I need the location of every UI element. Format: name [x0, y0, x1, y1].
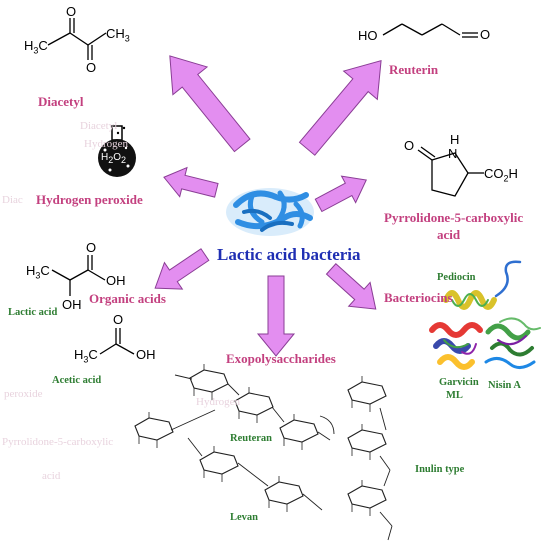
reuterin-o: O: [480, 27, 491, 42]
pyrrolidone-label-line1: Pyrrolidone-5-carboxylic: [384, 210, 524, 225]
ghost-text-2: Hydrogen: [84, 138, 128, 150]
diacetyl-structure: [47, 18, 107, 60]
garvicin-protein-icon: [429, 322, 483, 370]
arrow-to-bacteriocins: [325, 263, 377, 310]
ghost-text-5: peroxide: [4, 388, 43, 400]
reuterin-ho: HO: [358, 28, 378, 43]
lactic-acid-label: Lactic acid: [8, 307, 58, 318]
lactic-oh2: OH: [62, 297, 82, 312]
levan-structure: [187, 437, 323, 513]
arrow-to-reuterin: [298, 59, 382, 156]
reuterin-structure: [382, 23, 478, 38]
center-label: Lactic acid bacteria: [217, 245, 361, 264]
nisin-label: Nisin A: [488, 380, 521, 391]
pediocin-label: Pediocin: [437, 272, 476, 283]
bacteria-cluster-icon: [226, 188, 314, 236]
h2o2-label: H2O2: [101, 152, 127, 165]
diacetyl-ch3: CH3: [106, 26, 130, 44]
diacetyl-label: Diacetyl: [38, 94, 84, 109]
acetic-acid-label: Acetic acid: [52, 375, 102, 386]
reuterin-label: Reuterin: [389, 62, 439, 77]
garvicin-label-line1: Garvicin: [439, 377, 479, 388]
ghost-text-7: acid: [42, 470, 61, 482]
arrow-to-exopolysaccharides: [256, 275, 296, 357]
acetic-h3c: H3C: [74, 347, 98, 365]
ghost-text-3: Diac: [2, 194, 23, 206]
inulin-structure: [347, 375, 393, 541]
bacteriocins-label: Bacteriocins: [384, 290, 453, 305]
acetic-o: O: [113, 312, 124, 327]
arrow-to-diacetyl: [169, 55, 251, 153]
exopolysaccharides-label: Exopolysaccharides: [226, 351, 336, 366]
inulin-label: Inulin type: [415, 464, 465, 475]
pyrrolidone-structure: [417, 146, 484, 197]
hydrogen-peroxide-flask-icon: [98, 125, 136, 177]
lactic-acid-structure: [51, 255, 106, 296]
pyrrolidone-co2h: CO2H: [484, 166, 518, 184]
lactic-h3c: H3C: [26, 263, 50, 281]
levan-label: Levan: [230, 512, 259, 523]
organic-acids-label: Organic acids: [89, 291, 166, 306]
nisin-protein-icon: [484, 317, 541, 369]
reuteran-structure: [134, 363, 335, 451]
acetic-oh: OH: [136, 347, 156, 362]
garvicin-label-line2: ML: [446, 390, 463, 401]
arrow-to-hydrogen-peroxide: [163, 166, 219, 198]
diacetyl-o2: O: [86, 60, 97, 75]
arrow-to-pyrrolidone: [314, 175, 367, 213]
diacetyl-h3c: H3C: [24, 38, 48, 56]
pyrrolidone-n: N: [448, 146, 458, 161]
arrow-to-organic-acids: [154, 248, 210, 290]
pyrrolidone-h: H: [450, 132, 460, 147]
reuteran-label: Reuteran: [230, 433, 272, 444]
ghost-text-6: Pyrrolidone-5-carboxylic: [2, 436, 114, 448]
lactic-oh1: OH: [106, 273, 126, 288]
hydrogen-peroxide-label: Hydrogen peroxide: [36, 192, 143, 207]
lactic-o: O: [86, 240, 97, 255]
pyrrolidone-label-line2: acid: [437, 227, 461, 242]
diacetyl-o1: O: [66, 4, 77, 19]
acetic-acid-structure: [99, 328, 135, 355]
ghost-text-4: Hydrogen: [196, 396, 240, 408]
ghost-text-1: Diacetyl: [80, 120, 118, 132]
pyrrolidone-o: O: [404, 138, 415, 153]
pediocin-protein-icon: [443, 260, 522, 310]
